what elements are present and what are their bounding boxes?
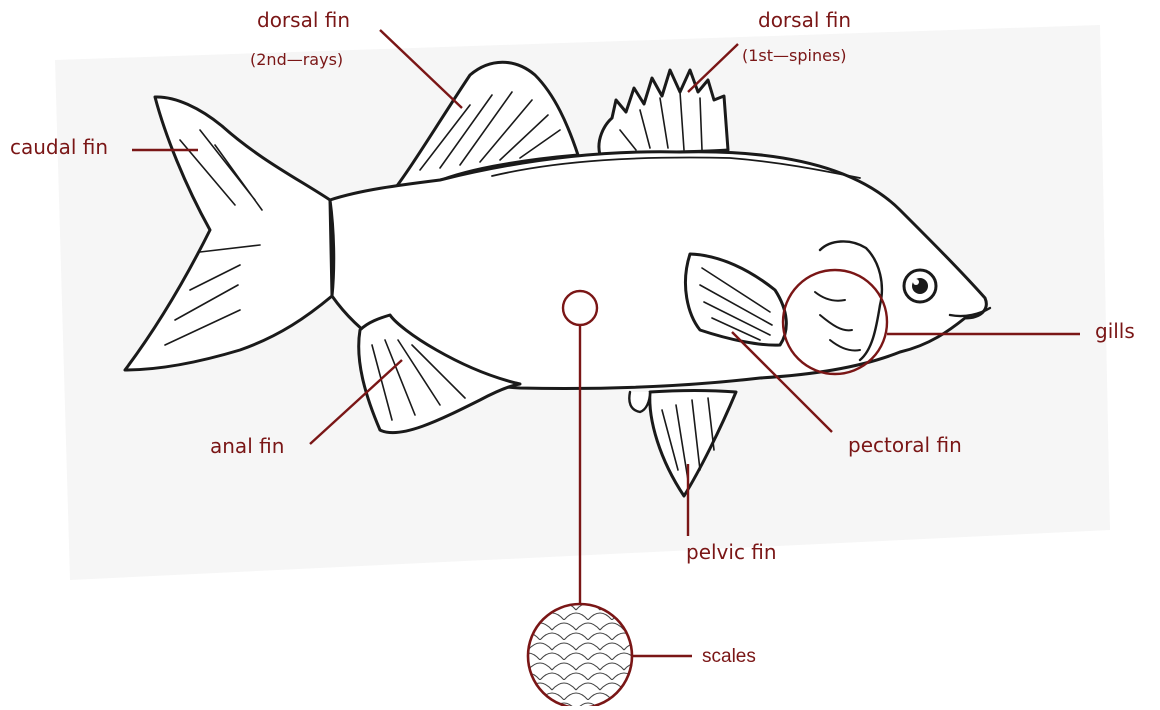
scales-label: scales <box>702 647 756 666</box>
scales-magnified-view <box>528 604 632 706</box>
dorsal-fin-1-detail: (1st—spines) <box>742 48 847 64</box>
dorsal-fin-1-label: dorsal fin <box>758 10 851 30</box>
dorsal-fin-2-label: dorsal fin <box>257 10 350 30</box>
pectoral-fin-label: pectoral fin <box>848 435 962 455</box>
anal-fin-label: anal fin <box>210 436 284 456</box>
dorsal-fin-2-detail: (2nd—rays) <box>250 52 343 68</box>
caudal-fin-label: caudal fin <box>10 137 108 157</box>
gills-label: gills <box>1095 321 1135 341</box>
pelvic-fin-label: pelvic fin <box>686 542 777 562</box>
eye-glint <box>913 279 919 285</box>
